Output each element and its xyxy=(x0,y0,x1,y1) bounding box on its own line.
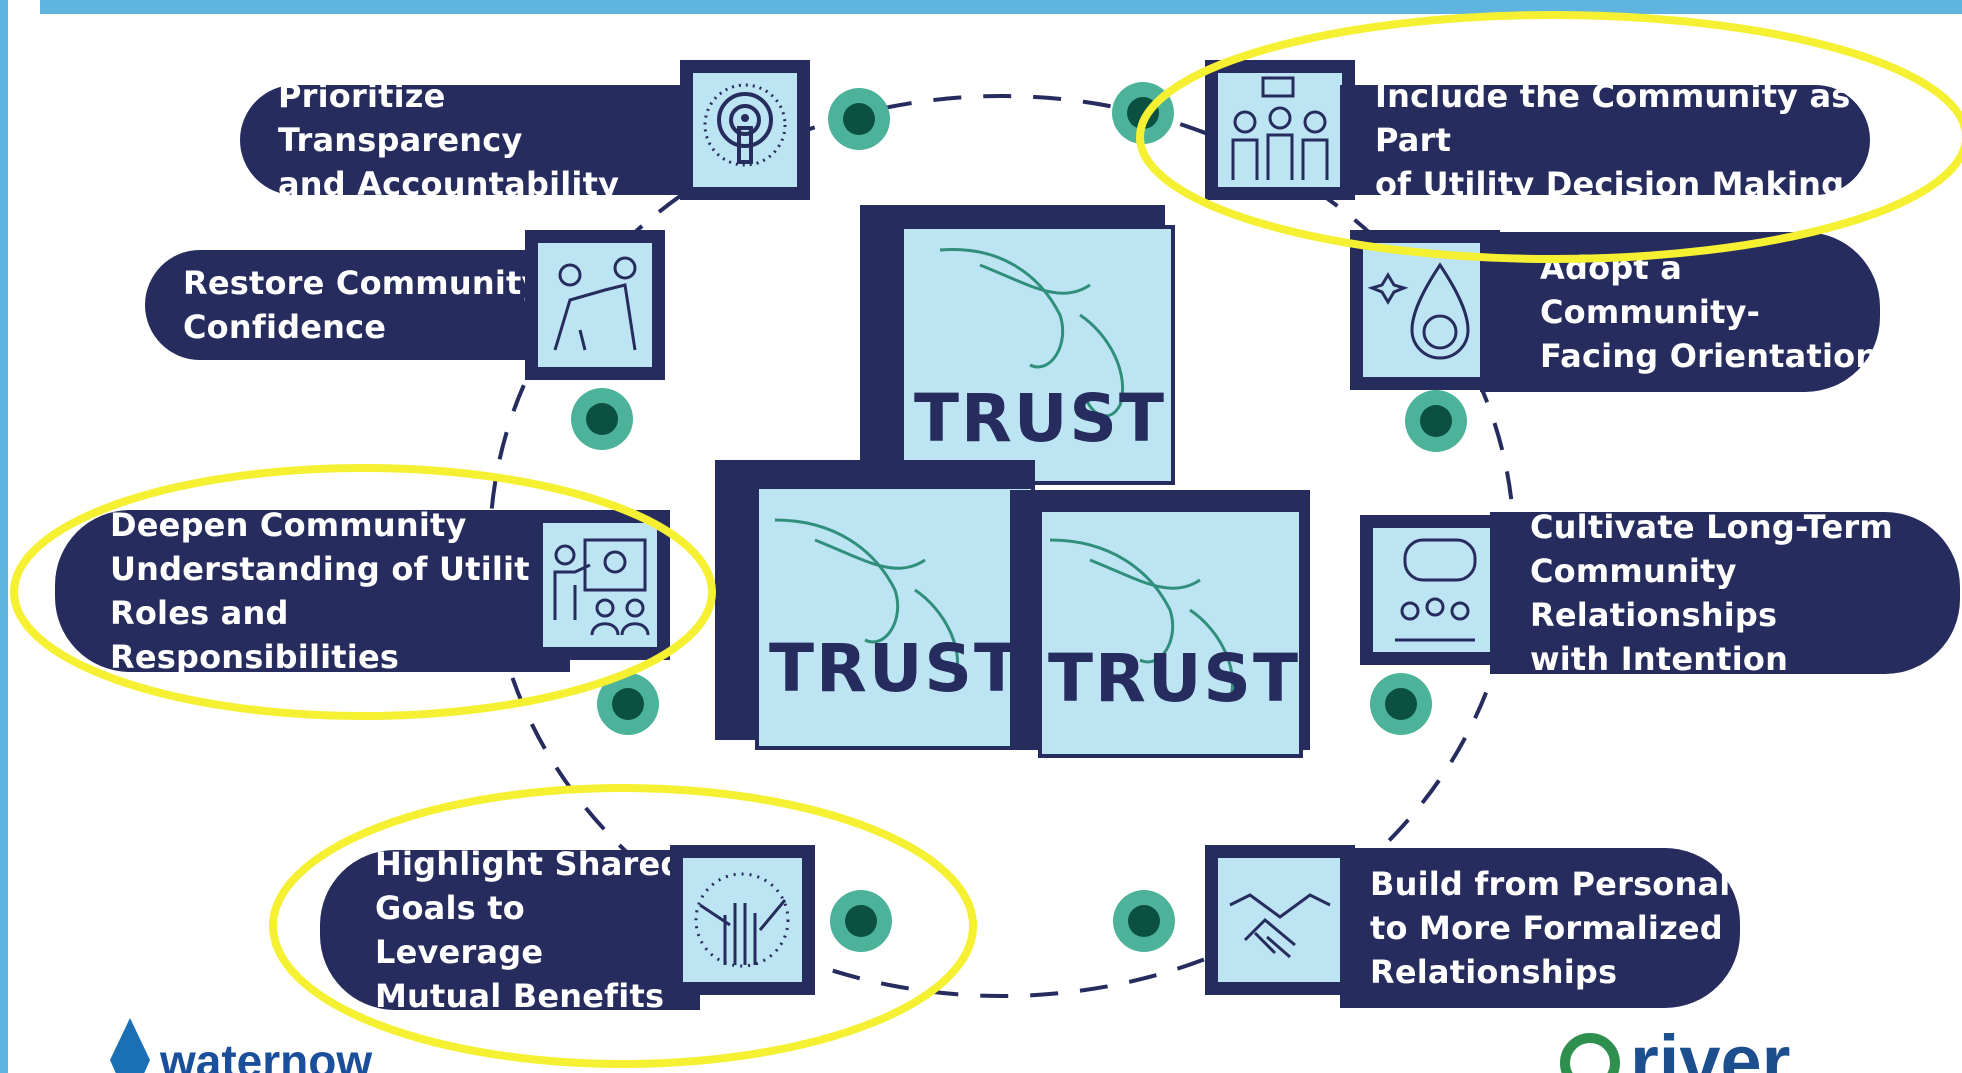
ring-node xyxy=(1370,673,1432,735)
trust-word: TRUST xyxy=(769,630,1021,707)
item-icon-box xyxy=(680,60,810,200)
top-accent-bar xyxy=(40,0,1962,14)
ring-node xyxy=(571,388,633,450)
trust-word: TRUST xyxy=(914,380,1166,457)
river-logo: river xyxy=(1560,1025,1960,1073)
reaching-hands-icon xyxy=(1049,538,1235,701)
item-label: Cultivate Long-Term Community Relationsh… xyxy=(1530,508,1893,678)
highlight-ring-deepen-understanding xyxy=(10,464,716,720)
reaching-hands-icon xyxy=(939,247,1125,418)
water-drop-sparkle-icon xyxy=(1367,262,1470,360)
item-deepen-understanding: Deepen Community Understanding of Utilit… xyxy=(55,506,570,676)
item-icon-box xyxy=(1360,515,1510,665)
highlight-ring-include-community xyxy=(1136,11,1962,263)
ring-node xyxy=(597,673,659,735)
item-icon-box xyxy=(530,510,670,660)
item-label: Restore Community Confidence xyxy=(183,264,543,346)
reaching-hands-icon xyxy=(774,518,960,681)
item-icon-box xyxy=(1205,845,1355,995)
community-group-speech-icon xyxy=(1231,76,1329,180)
ring-node xyxy=(1405,390,1467,452)
presentation-lightbulb-icon xyxy=(553,538,650,636)
item-include-community: Include the Community as Part of Utility… xyxy=(1340,77,1870,203)
people-helping-up-icon xyxy=(553,256,637,351)
item-restore-confidence: Restore Community Confidence xyxy=(145,250,550,360)
item-prioritize-transparency: Prioritize Transparency and Accountabili… xyxy=(240,77,700,203)
trust-block-right: TRUST xyxy=(1010,490,1310,760)
trust-word: TRUST xyxy=(1048,640,1300,717)
item-icon-box xyxy=(670,845,815,995)
item-icon-box xyxy=(1205,60,1355,200)
trust-block-left: TRUST xyxy=(715,460,1045,760)
trust-block-top: TRUST xyxy=(860,205,1180,485)
hands-together-icon xyxy=(694,872,790,968)
item-highlight-goals: Highlight Shared Goals to Leverage Mutua… xyxy=(320,845,700,1015)
item-label: Adopt a Community- Facing Orientation xyxy=(1540,249,1879,375)
meeting-speech-bubble-icon xyxy=(1395,538,1477,642)
highlight-ring-highlight-goals xyxy=(269,784,977,1068)
waternow-logo: waternow xyxy=(100,1018,520,1073)
handshake-icon xyxy=(1229,893,1331,959)
ring-node xyxy=(830,890,892,952)
information-broadcast-icon xyxy=(703,83,787,167)
item-cultivate-relationships: Cultivate Long-Term Community Relationsh… xyxy=(1490,508,1960,678)
left-accent-edge xyxy=(0,0,8,1073)
item-label: Prioritize Transparency and Accountabili… xyxy=(278,77,620,203)
item-label: Highlight Shared Goals to Leverage Mutua… xyxy=(375,845,684,1015)
item-build-relationships: Build from Personal to More Formalized R… xyxy=(1340,848,1740,1008)
item-icon-box xyxy=(525,230,665,380)
ring-node xyxy=(1113,890,1175,952)
ring-node xyxy=(828,88,890,150)
item-label: Build from Personal to More Formalized R… xyxy=(1370,865,1731,991)
item-label: Include the Community as Part of Utility… xyxy=(1375,77,1851,203)
